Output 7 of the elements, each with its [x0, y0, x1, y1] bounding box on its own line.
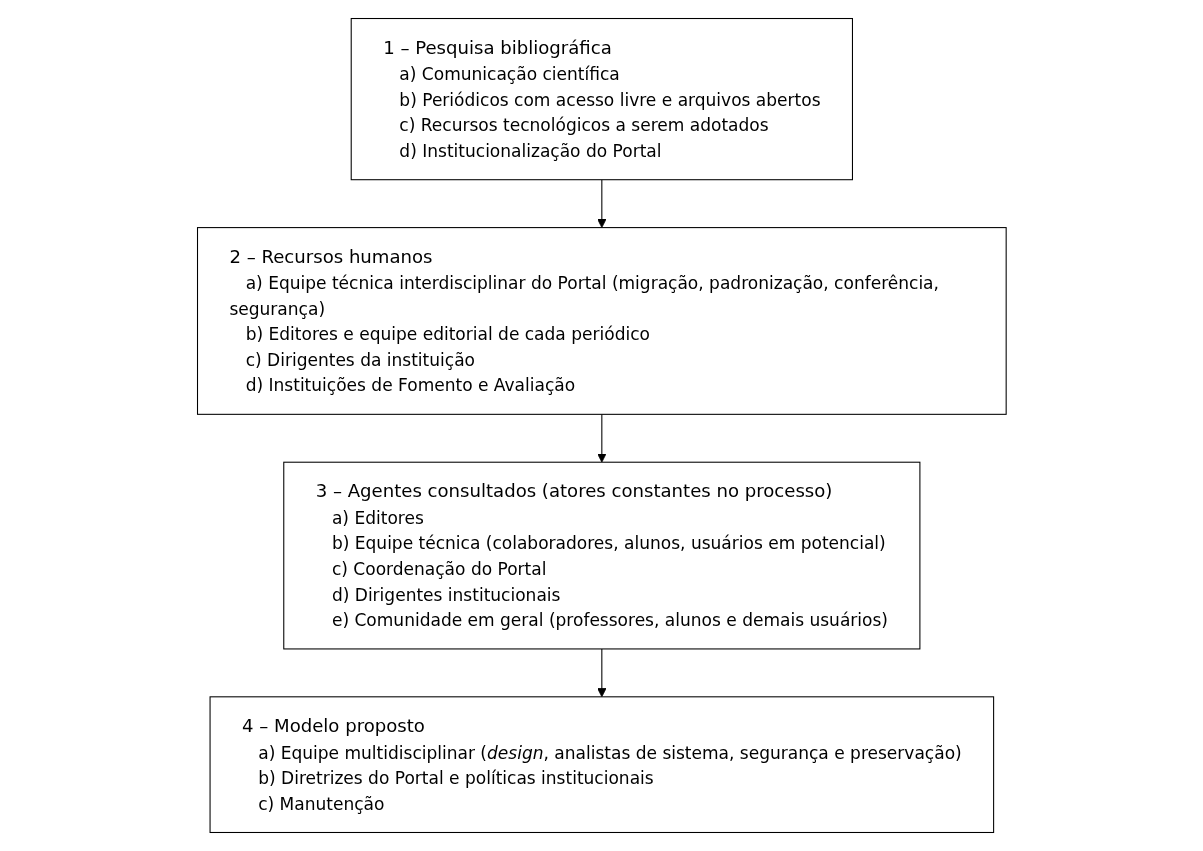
arrow	[596, 179, 607, 228]
node-box: 3 – Agentes consultados (atores constantes no processo) a) Editores b) Equipe técnica (colaboradores, alunos, usuários em potencial) c) Coordenação do Portal d) Dirigentes institucionais e) Comunidade em geral (professores, alunos e demais usuários)	[282, 461, 921, 650]
arrow	[596, 648, 607, 698]
node-box: 2 – Recursos humanos a) Equipe técnica interdisciplinar do Portal (migração, padronização, conferência, segurança) b) Editores e equipe editorial de cada periódico c) Dirigentes da instituição d) Instituições de Fomento e Avaliação	[196, 227, 1007, 415]
arrow	[596, 413, 607, 463]
node-box: 4 – Modelo proposto a) Equipe multidisciplinar (design, analistas de sistema, segurança e preservação) b) Diretrizes do Portal e políticas institucionais c) Manutenção	[209, 696, 994, 833]
node-box: 1 – Pesquisa bibliográfica a) Comunicação científica b) Periódicos com acesso livre e arquivos abertos c) Recursos tecnológicos a serem adotados d) Institucionalização do Portal	[350, 18, 853, 181]
